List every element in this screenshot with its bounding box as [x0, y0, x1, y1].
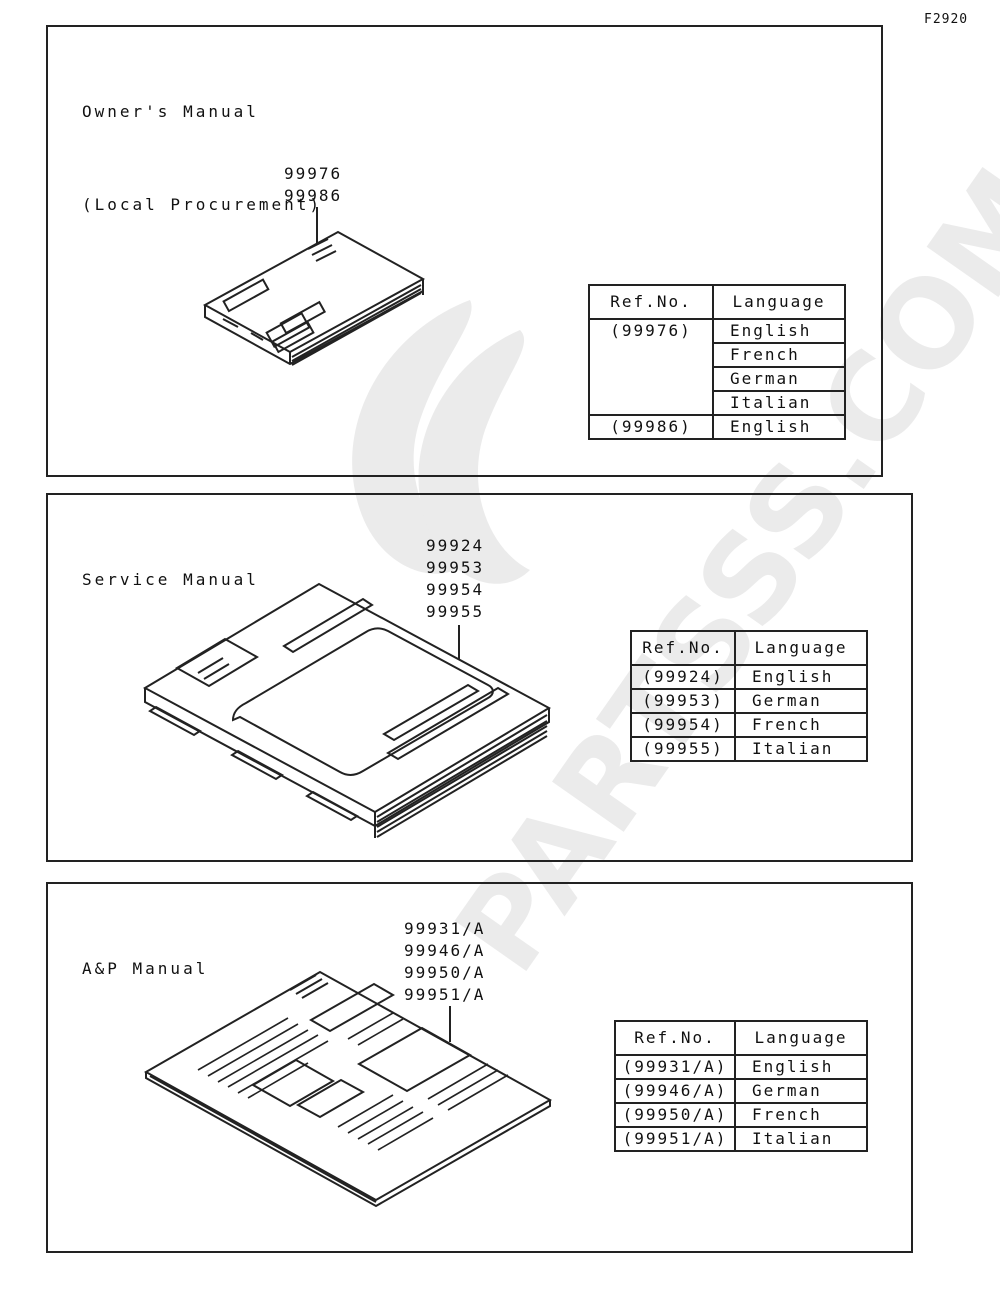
part-number: 99924 — [426, 536, 485, 555]
table-row: (99931/A) English — [614, 1054, 868, 1080]
part-number: 99946/A — [404, 941, 486, 960]
language-cell: English — [734, 664, 868, 690]
table-row: (99986) English — [588, 414, 846, 440]
ref-cell: (99976) — [588, 318, 714, 416]
ref-cell: (99924) — [630, 664, 736, 690]
ref-cell: (99955) — [630, 736, 736, 762]
column-header: Ref.No. — [614, 1020, 736, 1056]
language-cell: French — [734, 1102, 868, 1128]
column-header: Language — [734, 630, 868, 666]
column-header: Language — [734, 1020, 868, 1056]
language-cell: French — [734, 712, 868, 738]
table-row: (99954) French — [630, 712, 868, 738]
language-cell: Italian — [712, 390, 846, 416]
language-cell: English — [734, 1054, 868, 1080]
ref-cell: (99950/A) — [614, 1102, 736, 1128]
ref-cell: (99946/A) — [614, 1078, 736, 1104]
ap-manual-illustration — [143, 970, 553, 1208]
figure-id: F2920 — [924, 12, 969, 27]
owners-manual-panel: Owner's Manual (Local Procurement) 99976… — [46, 25, 883, 477]
service-manual-ref-table: Ref.No. Language (99924) English (99953)… — [630, 630, 868, 762]
table-row: (99955) Italian — [630, 736, 868, 762]
owners-manual-illustration — [202, 207, 426, 366]
service-manual-panel: Service Manual 99924 99953 99954 99955 R — [46, 493, 913, 862]
table-row: (99946/A) German — [614, 1078, 868, 1104]
column-header: Ref.No. — [630, 630, 736, 666]
language-cell: German — [734, 1078, 868, 1104]
column-header: Language — [712, 284, 846, 320]
table-header-row: Ref.No. Language — [588, 284, 846, 320]
language-cell: German — [734, 688, 868, 714]
language-cell: English — [712, 318, 846, 344]
column-header: Ref.No. — [588, 284, 714, 320]
ref-cell: (99953) — [630, 688, 736, 714]
part-number-callout: 99976 99986 — [284, 163, 342, 207]
panel-title-line: Owner's Manual — [82, 102, 259, 121]
panel-title-line: A&P Manual — [82, 959, 209, 978]
part-number: 99955 — [426, 602, 485, 621]
table-row: (99953) German — [630, 688, 868, 714]
part-number: 99954 — [426, 580, 485, 599]
part-number-callout: 99924 99953 99954 99955 — [426, 535, 484, 623]
service-manual-illustration — [142, 582, 552, 838]
panel-title: Owner's Manual (Local Procurement) — [82, 34, 322, 282]
ref-cell: (99931/A) — [614, 1054, 736, 1080]
table-row: (99950/A) French — [614, 1102, 868, 1128]
table-row: (99976) English — [588, 318, 846, 416]
part-number: 99951/A — [404, 985, 486, 1004]
panel-title: A&P Manual — [82, 891, 208, 1046]
ap-manual-panel: A&P Manual 99931/A 99946/A 99950/A 99951… — [46, 882, 913, 1253]
panel-title-line: Service Manual — [82, 570, 259, 589]
part-number: 99931/A — [404, 919, 486, 938]
language-cell: Italian — [734, 1126, 868, 1152]
table-row: German — [589, 366, 846, 392]
table-row: Italian — [589, 390, 846, 416]
part-number: 99953 — [426, 558, 485, 577]
ref-cell: (99986) — [588, 414, 714, 440]
panel-title: Service Manual — [82, 502, 259, 657]
panel-subtitle-line: (Local Procurement) — [82, 195, 323, 214]
table-header-row: Ref.No. Language — [614, 1020, 868, 1056]
language-cell: French — [712, 342, 846, 368]
language-cell: German — [712, 366, 846, 392]
part-number: 99950/A — [404, 963, 486, 982]
part-number: 99986 — [284, 186, 343, 205]
owners-manual-ref-table: Ref.No. Language (99976) English French … — [588, 284, 846, 440]
table-row: (99924) English — [630, 664, 868, 690]
ref-cell: (99954) — [630, 712, 736, 738]
part-number-callout: 99931/A 99946/A 99950/A 99951/A — [404, 918, 485, 1006]
table-row: French — [589, 342, 846, 368]
language-cell: Italian — [734, 736, 868, 762]
language-cell: English — [712, 414, 846, 440]
ref-cell: (99951/A) — [614, 1126, 736, 1152]
table-row: (99951/A) Italian — [614, 1126, 868, 1152]
table-header-row: Ref.No. Language — [630, 630, 868, 666]
part-number: 99976 — [284, 164, 343, 183]
ap-manual-ref-table: Ref.No. Language (99931/A) English (9994… — [614, 1020, 868, 1152]
